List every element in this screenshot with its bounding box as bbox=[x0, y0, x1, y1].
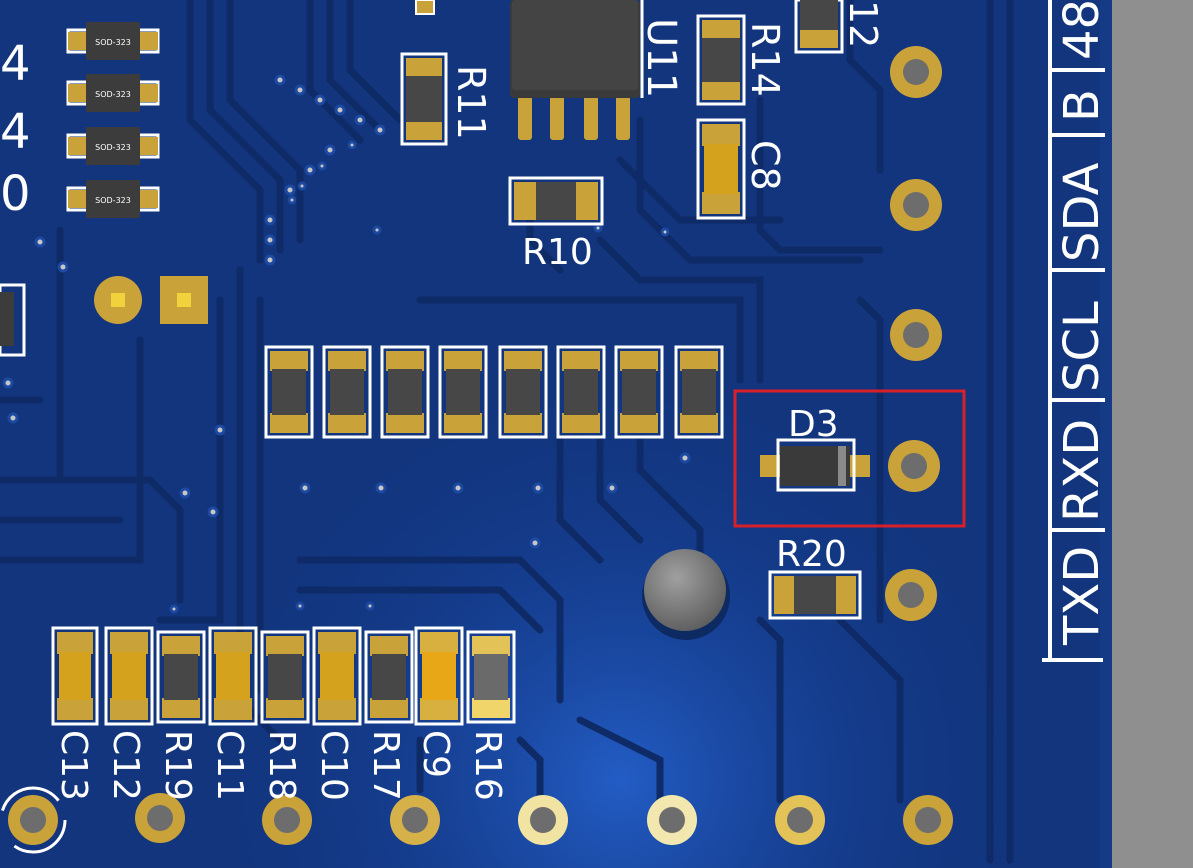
label-r19: R19 bbox=[157, 730, 198, 801]
array-resistor bbox=[498, 345, 548, 439]
label-u11: U11 bbox=[638, 18, 684, 98]
resistor-r16 bbox=[466, 630, 516, 724]
array-resistor bbox=[614, 345, 664, 439]
label-r11: R11 bbox=[449, 65, 493, 140]
test-pads bbox=[94, 276, 208, 324]
tht-pad bbox=[888, 440, 940, 492]
array-resistor bbox=[674, 345, 724, 439]
label-c11: C11 bbox=[209, 730, 250, 801]
diode-sod323: SOD-323 bbox=[66, 22, 160, 60]
top-small-pad bbox=[415, 0, 435, 15]
tht-pad bbox=[890, 309, 942, 361]
diode-column-left: SOD-323 SOD-323 SOD-323 SOD-323 bbox=[66, 22, 160, 218]
label-r17: R17 bbox=[365, 730, 406, 801]
bottom-row-labels: C13 C12 R19 C11 R18 C10 R17 C9 R16 bbox=[53, 730, 508, 801]
diode-mark: SOD-323 bbox=[95, 38, 131, 47]
label-top-partial: 48 bbox=[1054, 0, 1110, 60]
array-resistor bbox=[380, 345, 430, 439]
diode-sod323: SOD-323 bbox=[66, 180, 160, 218]
label-r14: R14 bbox=[743, 22, 787, 97]
label-left-partial-1: 4 bbox=[0, 36, 31, 92]
capacitor-c8: C8 bbox=[696, 118, 787, 220]
tht-pad bbox=[885, 569, 937, 621]
resistor-r12-partial: 12 bbox=[794, 0, 885, 54]
label-c10: C10 bbox=[313, 730, 354, 801]
label-r18: R18 bbox=[261, 730, 302, 801]
array-resistor bbox=[322, 345, 372, 439]
tht-pad bbox=[262, 795, 312, 845]
capacitor-c9 bbox=[414, 626, 464, 726]
array-resistor bbox=[264, 345, 314, 439]
tht-pad bbox=[135, 793, 185, 843]
board-edge-bevel bbox=[1100, 0, 1112, 868]
capacitor-c13 bbox=[51, 626, 99, 726]
tht-pad bbox=[890, 179, 942, 231]
array-resistor bbox=[438, 345, 488, 439]
label-d3: D3 bbox=[788, 404, 839, 445]
board-edge-outside bbox=[1110, 0, 1193, 868]
resistor-r19 bbox=[156, 630, 206, 724]
copper-traces bbox=[0, 0, 1014, 864]
label-rxd: RXD bbox=[1054, 419, 1110, 522]
selection-highlight-box bbox=[733, 389, 966, 528]
label-r20: R20 bbox=[776, 534, 847, 575]
diode-sod323: SOD-323 bbox=[66, 127, 160, 165]
diode-mark: SOD-323 bbox=[95, 90, 131, 99]
label-c12: C12 bbox=[105, 730, 146, 801]
resistor-r10: R10 bbox=[508, 176, 604, 273]
label-r12-partial: 12 bbox=[841, 0, 885, 48]
diode-mark: SOD-323 bbox=[95, 143, 131, 152]
label-left-partial-3: 0 bbox=[0, 166, 31, 222]
ic-u11: U11 bbox=[510, 0, 684, 140]
label-left-partial-2: 4 bbox=[0, 104, 31, 160]
vias bbox=[2, 74, 691, 614]
resistor-r11: R11 bbox=[400, 52, 493, 146]
tht-pad bbox=[903, 795, 953, 845]
resistor-r17 bbox=[364, 630, 414, 724]
label-scl: SCL bbox=[1054, 301, 1110, 392]
label-c13: C13 bbox=[53, 730, 94, 801]
tht-pad bbox=[390, 795, 440, 845]
pin1-marker bbox=[0, 786, 67, 854]
bottom-component-row bbox=[51, 626, 516, 726]
tht-pad bbox=[647, 795, 697, 845]
label-r10: R10 bbox=[522, 232, 593, 273]
capacitor-c12 bbox=[104, 626, 154, 726]
label-b: B bbox=[1054, 89, 1110, 122]
label-sda: SDA bbox=[1054, 162, 1110, 262]
mounting-hole bbox=[642, 549, 730, 640]
through-hole-pads-bottom bbox=[0, 786, 953, 854]
capacitor-c11 bbox=[208, 626, 258, 726]
tht-pad bbox=[8, 795, 58, 845]
through-hole-pads-right bbox=[885, 46, 942, 621]
label-c9: C9 bbox=[415, 730, 456, 778]
resistor-array bbox=[264, 345, 724, 439]
tht-pad bbox=[890, 46, 942, 98]
diode-d3: D3 bbox=[760, 404, 870, 492]
tht-pad bbox=[518, 795, 568, 845]
diode-mark: SOD-323 bbox=[95, 196, 131, 205]
partial-chip-left bbox=[0, 283, 26, 357]
label-r16: R16 bbox=[467, 730, 508, 801]
tht-pad bbox=[775, 795, 825, 845]
diode-sod323: SOD-323 bbox=[66, 74, 160, 112]
label-txd: TXD bbox=[1054, 546, 1110, 646]
resistor-r20: R20 bbox=[768, 534, 862, 620]
connector-labels: TXD RXD SCL SDA B 48 bbox=[1054, 0, 1110, 646]
label-c8: C8 bbox=[743, 140, 787, 191]
resistor-r14: R14 bbox=[696, 14, 787, 106]
resistor-r18 bbox=[260, 630, 310, 724]
array-resistor bbox=[556, 345, 606, 439]
connector-outline bbox=[1042, 0, 1105, 662]
capacitor-c10 bbox=[312, 626, 362, 726]
